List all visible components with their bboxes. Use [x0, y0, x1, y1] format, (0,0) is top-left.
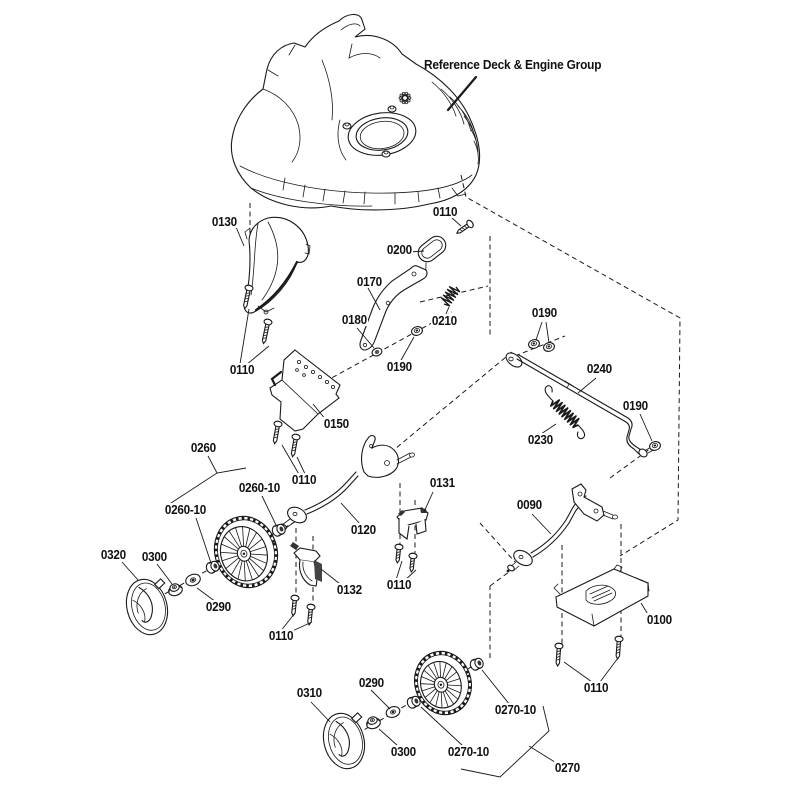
screw-0110-icon-9 — [554, 642, 564, 668]
nut-icon-0 — [411, 326, 423, 336]
part-0120-front-axle — [277, 435, 415, 532]
nut-icon-2 — [543, 342, 555, 352]
washer-icon-2 — [385, 706, 401, 718]
flanged-locknut-icon-0 — [168, 583, 183, 597]
parts-group — [125, 216, 661, 770]
deck-bolt-bosses — [342, 105, 397, 158]
nut-icon-1 — [528, 339, 540, 349]
part-0240-adjuster-rod — [505, 352, 658, 458]
part-0310-wheel-cap — [322, 712, 366, 770]
part-0130-deflector — [244, 216, 311, 315]
hardware-group — [125, 219, 661, 770]
part-0090-rear-axle — [506, 483, 618, 573]
screw-0110-icon-2 — [261, 318, 273, 345]
flanged-locknut-icon-1 — [366, 716, 381, 730]
part-0100-skid-plate — [553, 564, 650, 627]
part-0150-bracket — [269, 349, 341, 432]
screw-0110-icon-7 — [290, 594, 300, 618]
screw-0110-icon-8 — [306, 603, 316, 627]
assembly-dashed-lines — [149, 174, 681, 739]
bushing-icon-3 — [406, 695, 421, 709]
washer-icon-0 — [371, 347, 383, 357]
part-0230-spring — [544, 385, 586, 440]
deck-starburst — [398, 91, 412, 105]
washer-icon-1 — [185, 573, 201, 587]
screw-0110-icon-10 — [614, 635, 624, 661]
deck-reference-drawing — [230, 13, 481, 211]
nut-icon-3 — [649, 441, 661, 451]
screw-0110-icon-0 — [455, 219, 474, 234]
part-0270-wheel — [414, 650, 472, 716]
bushing-icon-0 — [271, 523, 286, 537]
part-0132-bracket — [290, 542, 322, 587]
part-0170-lever — [359, 265, 428, 351]
screw-0110-icon-5 — [394, 543, 404, 565]
screw-0110-icon-6 — [408, 552, 418, 574]
part-0320-wheel-cap — [125, 578, 169, 636]
part-0210-spring — [440, 286, 461, 307]
bushing-icon-2 — [469, 657, 484, 671]
screw-0110-icon-4 — [290, 433, 301, 458]
part-0200-handle — [417, 235, 447, 271]
part-0131-bracket — [396, 507, 429, 540]
bushing-icon-1 — [205, 560, 220, 574]
screw-0110-icon-3 — [272, 420, 283, 445]
screw-0110-icon-1 — [243, 284, 254, 310]
